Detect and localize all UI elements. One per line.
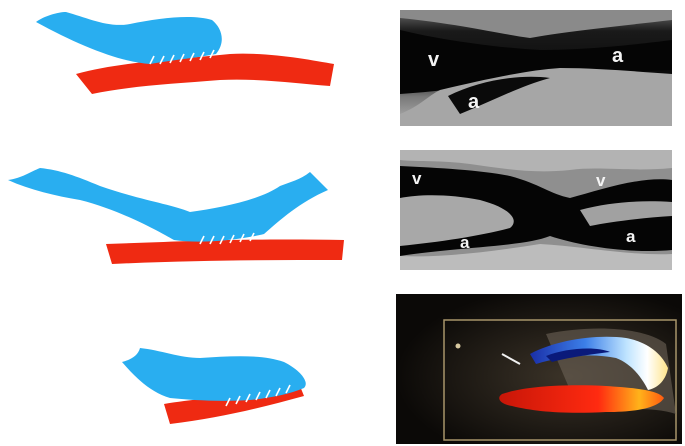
label-vein: v	[596, 171, 606, 190]
label-artery: a	[468, 91, 480, 113]
label-artery: a	[612, 45, 624, 67]
sketch-row-2	[0, 150, 350, 290]
ultrasound-row-1: v a a	[400, 10, 672, 126]
label-vein: v	[428, 49, 440, 71]
doppler-image	[396, 294, 682, 444]
label-artery: a	[460, 233, 470, 252]
label-artery: a	[626, 227, 636, 246]
ultrasound-row-2: v v a a	[400, 150, 672, 270]
sketch-row-3	[0, 300, 350, 440]
vein-shape	[36, 12, 222, 64]
label-vein: v	[412, 169, 422, 188]
artery-shape	[76, 54, 334, 94]
vein-shape	[8, 168, 328, 242]
artery-shape	[106, 239, 344, 264]
sketch-row-1	[0, 0, 350, 140]
